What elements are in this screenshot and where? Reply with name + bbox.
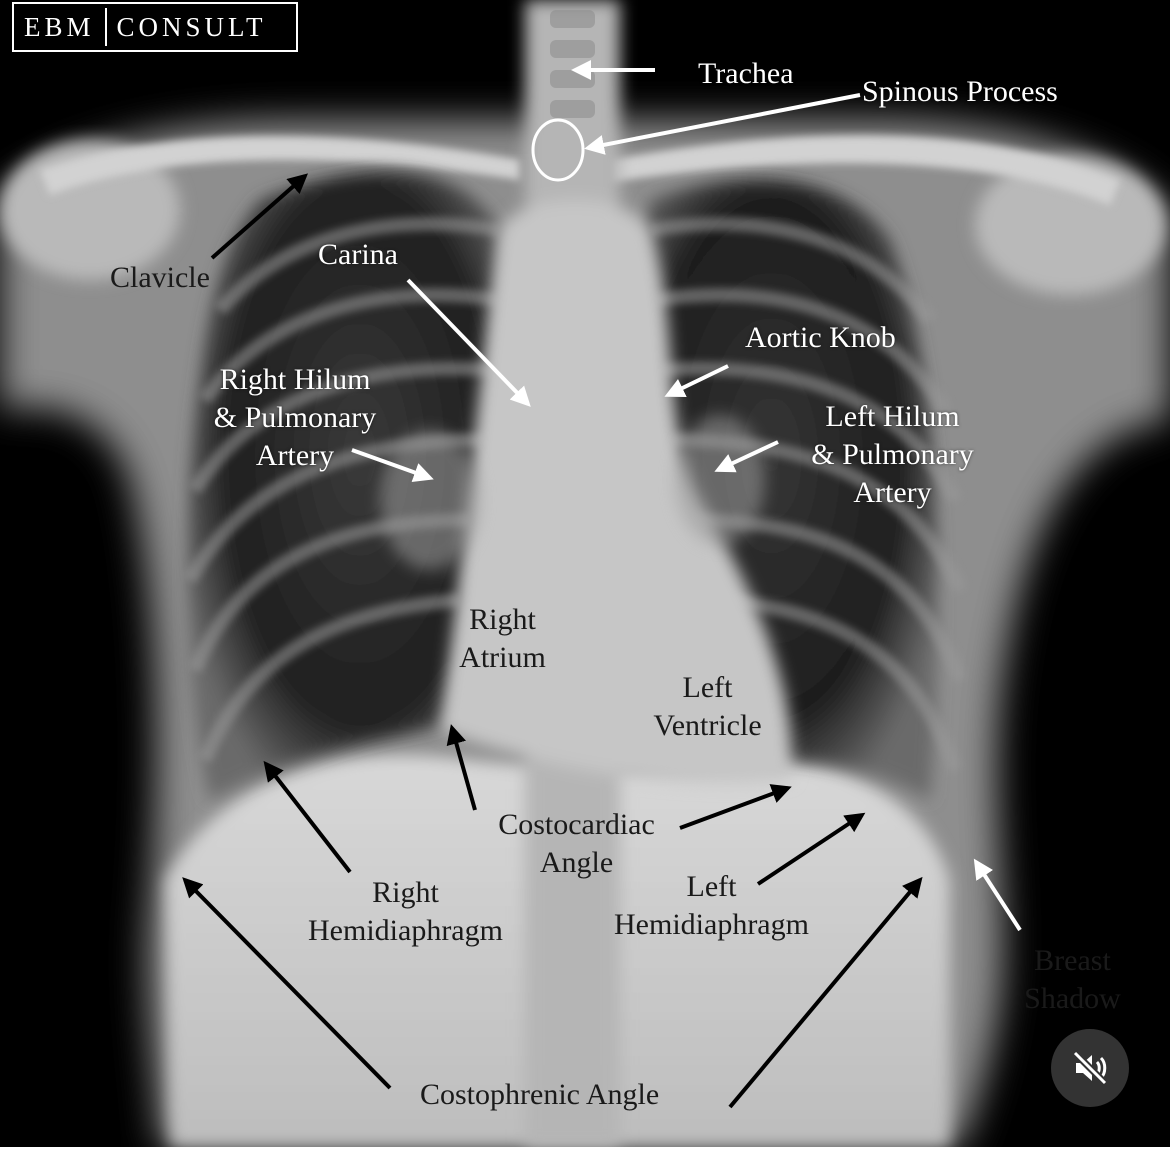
label-costophrenic-angle: Costophrenic Angle bbox=[420, 1078, 660, 1111]
logo-left-text: EBM bbox=[24, 11, 95, 42]
label-spinous-process: Spinous Process bbox=[862, 75, 1058, 108]
label-carina: Carina bbox=[318, 238, 398, 271]
clavicle-arrow bbox=[210, 173, 309, 260]
carina-arrow bbox=[406, 278, 531, 407]
right-hilum-arrow bbox=[351, 448, 434, 483]
label-left-hilum: Left Hilum & Pulmonary Artery bbox=[811, 400, 974, 509]
label-right-hemidiaphragm: Right Hemidiaphragm bbox=[308, 876, 503, 947]
label-trachea: Trachea bbox=[698, 57, 794, 90]
label-left-ventricle: Left Ventricle bbox=[653, 671, 762, 742]
left-hemidiaphragm-arrow bbox=[756, 812, 866, 886]
ebm-consult-logo: EBM CONSULT bbox=[12, 2, 298, 52]
label-costocardiac-angle: Costocardiac Angle bbox=[498, 808, 655, 879]
aortic-knob-arrow bbox=[664, 364, 729, 398]
left-hilum-arrow bbox=[714, 440, 779, 473]
label-breast-shadow: Breast Shadow bbox=[1024, 944, 1121, 1015]
costocardiac-arrow bbox=[679, 784, 792, 830]
label-right-hilum: Right Hilum & Pulmonary Artery bbox=[213, 363, 377, 472]
mute-button[interactable] bbox=[1051, 1029, 1129, 1107]
bottom-margin bbox=[0, 1147, 1170, 1165]
label-aortic-knob: Aortic Knob bbox=[745, 321, 896, 354]
logo-divider bbox=[104, 8, 107, 46]
label-clavicle: Clavicle bbox=[110, 261, 210, 294]
label-right-atrium: Right Atrium bbox=[459, 603, 546, 674]
costophrenic-right-arrow bbox=[182, 877, 392, 1090]
spinous-process-arrow bbox=[584, 93, 861, 155]
speaker-muted-icon bbox=[1072, 1050, 1108, 1086]
right-atrium-arrow bbox=[446, 724, 477, 811]
breast-shadow-arrow bbox=[973, 858, 1022, 932]
spinous-process-marker bbox=[531, 118, 585, 182]
label-left-hemidiaphragm: Left Hemidiaphragm bbox=[614, 870, 809, 941]
logo-right-text: CONSULT bbox=[116, 11, 267, 42]
right-hemidiaphragm-arrow bbox=[263, 760, 352, 874]
costophrenic-left-arrow bbox=[728, 876, 923, 1109]
